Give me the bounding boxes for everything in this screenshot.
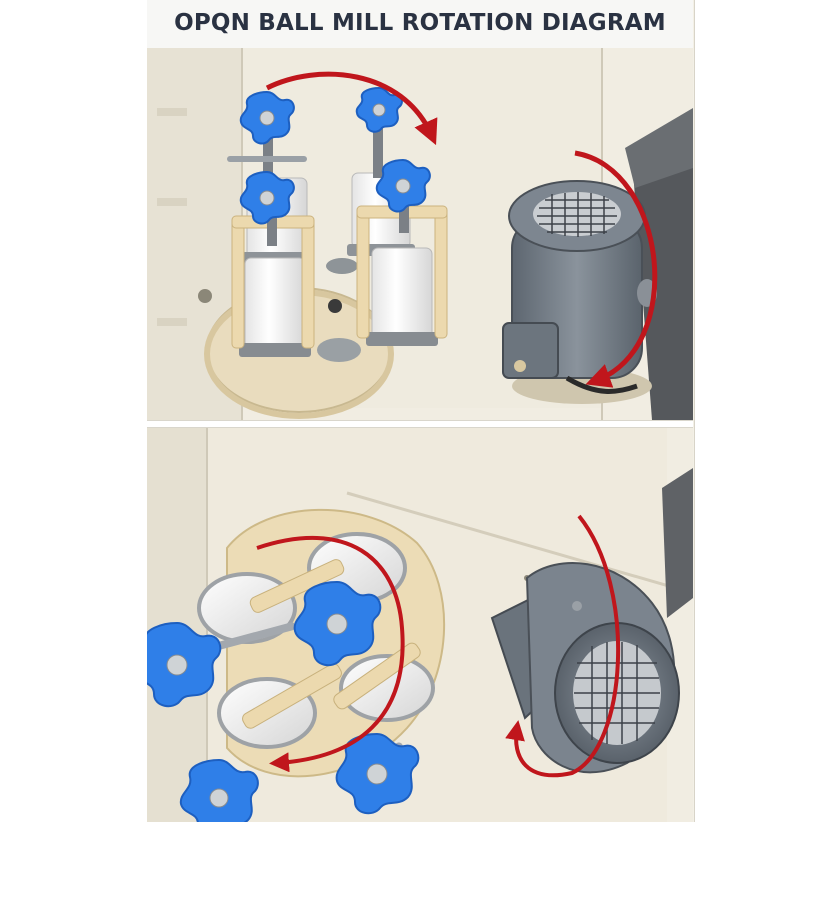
cabinet-bracket	[157, 198, 187, 206]
star-knob-blue-icon	[335, 732, 420, 815]
curved-arrow-red-icon	[265, 71, 438, 146]
clamp-frame	[333, 642, 421, 710]
electric-motor-icon	[490, 562, 680, 774]
center-spindle	[328, 299, 342, 313]
star-knob-blue-icon	[355, 86, 403, 133]
star-knob-blue-icon	[239, 90, 295, 145]
panel-bottom-view	[147, 428, 693, 822]
diagram-title: OPQN BALL MILL ROTATION DIAGRAM	[174, 10, 666, 36]
panel-top-illustration	[147, 48, 693, 420]
t-handle	[208, 622, 296, 652]
drive-belt-housing	[632, 138, 693, 420]
panel-top-view	[147, 48, 693, 420]
jar-mount	[326, 258, 358, 274]
clamp-frame	[242, 663, 342, 729]
electric-motor-icon	[502, 180, 657, 404]
wall-bolt	[198, 289, 212, 303]
t-handle	[227, 156, 307, 162]
panel-bottom-illustration	[147, 428, 693, 822]
panel-divider	[147, 420, 693, 428]
clamp-frame	[249, 559, 345, 613]
pulley-guard	[662, 468, 693, 618]
curved-arrow-red-icon	[574, 150, 658, 388]
star-knob-blue-icon	[375, 158, 431, 213]
pulley-guard	[625, 108, 693, 188]
star-knob-blue-icon	[293, 580, 382, 667]
clamp-screw	[373, 108, 383, 178]
grinding-jar-front-right	[356, 205, 448, 346]
grinding-jar	[339, 654, 435, 722]
star-knob-blue-icon	[239, 170, 295, 225]
cabinet-bracket	[157, 318, 187, 326]
cabinet-bracket	[157, 108, 187, 116]
clamp-screw	[267, 196, 277, 246]
title-bar: OPQN BALL MILL ROTATION DIAGRAM	[147, 0, 693, 49]
curved-arrow-red-icon	[505, 514, 621, 778]
star-knob-blue-icon	[147, 621, 222, 708]
turntable-hub	[317, 338, 361, 362]
curved-arrow-red-icon	[256, 536, 405, 773]
star-knob-blue-icon	[179, 758, 259, 822]
